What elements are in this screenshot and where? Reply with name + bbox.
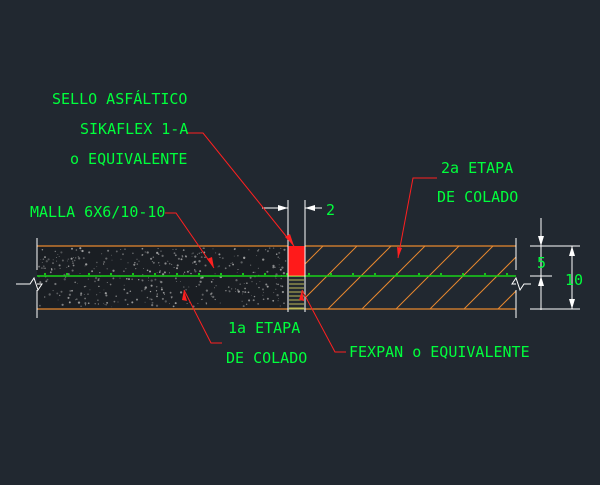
etapa1-label-line-1: 1a ETAPA <box>228 319 300 337</box>
fexpan-label: FEXPAN o EQUIVALENTE <box>349 343 530 361</box>
left-break-line <box>16 238 43 318</box>
leader-lines <box>165 132 437 353</box>
malla-leader <box>165 212 215 269</box>
joint-width-dimension <box>262 200 322 240</box>
slab-stage-2 <box>305 245 516 310</box>
concrete-texture <box>38 247 287 308</box>
wire-mesh-dots <box>43 272 509 276</box>
leader-arrowheads <box>182 234 402 301</box>
etapa1-label-line-2: DE COLADO <box>226 349 307 367</box>
sello-leader <box>187 132 295 247</box>
annotation-labels: SELLO ASFÁLTICO SIKAFLEX 1-A o EQUIVALEN… <box>30 89 530 367</box>
sello-label-line-1: SELLO ASFÁLTICO <box>52 89 187 108</box>
fexpan-leader <box>301 289 346 353</box>
right-break-line <box>511 238 531 318</box>
expansion-joint <box>287 240 306 312</box>
slab-depth-value: 10 <box>565 271 583 289</box>
etapa2-label-line-1: 2a ETAPA <box>441 159 513 177</box>
malla-label: MALLA 6X6/10-10 <box>30 203 165 221</box>
etapa1-leader <box>183 289 222 344</box>
joint-width-value: 2 <box>326 201 335 219</box>
slab-stage-1 <box>37 245 288 310</box>
asphalt-sealant <box>288 246 305 276</box>
etapa2-label-line-2: DE COLADO <box>437 188 518 206</box>
sello-label-line-2: SIKAFLEX 1-A <box>80 120 188 138</box>
depth-dimension <box>530 218 580 310</box>
etapa2-leader <box>397 177 437 259</box>
sello-label-line-3: o EQUIVALENTE <box>70 150 187 168</box>
half-depth-value: 5 <box>537 254 546 272</box>
hatch-pattern <box>305 246 516 309</box>
